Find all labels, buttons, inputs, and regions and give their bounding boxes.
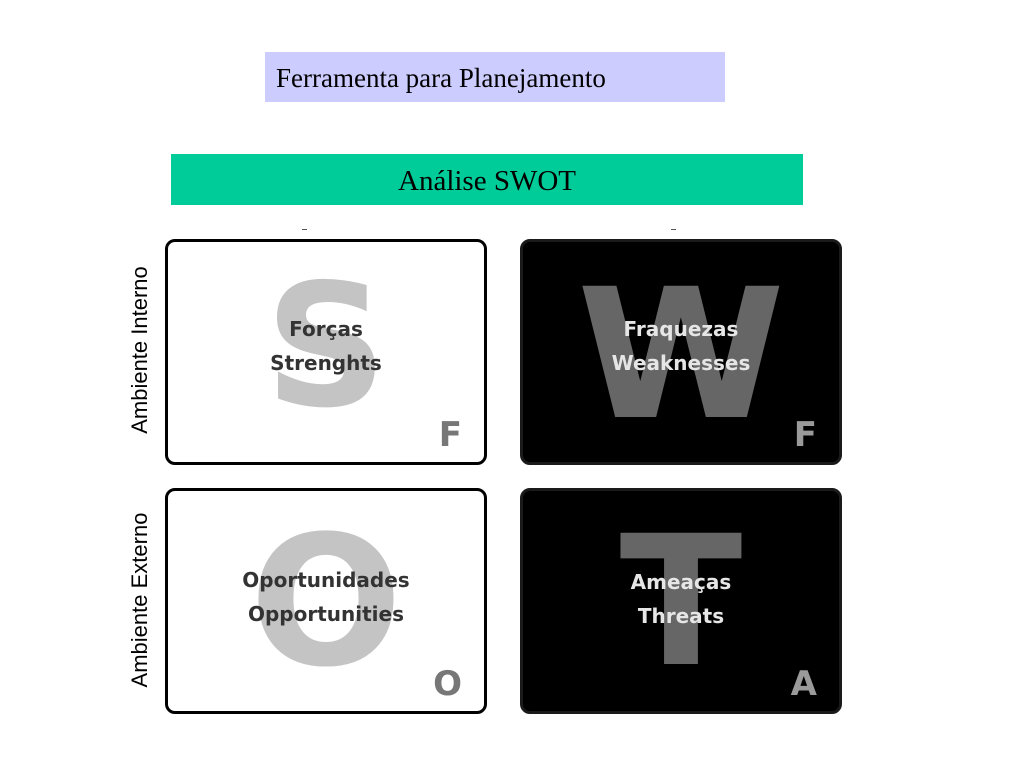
slide-title: Ferramenta para Planejamento: [265, 52, 725, 102]
tick-mark: [671, 229, 676, 230]
strengths-corner-letter: F: [438, 415, 462, 455]
tick-mark: [302, 229, 307, 230]
threats-corner-letter: A: [790, 664, 817, 704]
threats-label: Ameaças Threats: [523, 565, 839, 633]
opportunities-en: Opportunities: [247, 602, 404, 626]
threats-pt: Ameaças: [630, 570, 732, 594]
weaknesses-en: Weaknesses: [611, 351, 751, 375]
weaknesses-pt: Fraquezas: [623, 317, 739, 341]
letter-o-watermark: O: [249, 498, 403, 707]
quadrant-weaknesses: W Fraquezas Weaknesses F: [520, 239, 842, 465]
quadrant-strengths: S Forças Strenghts F: [165, 239, 487, 465]
letter-w-watermark: W: [576, 251, 786, 460]
strengths-en: Strenghts: [270, 351, 382, 375]
opportunities-label: Oportunidades Opportunities: [168, 563, 484, 631]
quadrant-opportunities: O Oportunidades Opportunities O: [165, 488, 487, 714]
strengths-pt: Forças: [289, 317, 363, 341]
quadrant-threats: T Ameaças Threats A: [520, 488, 842, 714]
threats-en: Threats: [637, 604, 725, 628]
row-label-external: Ambiente Externo: [127, 512, 152, 688]
letter-s-watermark: S: [264, 248, 388, 446]
strengths-label: Forças Strenghts: [168, 312, 484, 380]
weaknesses-label: Fraquezas Weaknesses: [523, 312, 839, 380]
weaknesses-corner-letter: F: [793, 415, 817, 455]
swot-heading: Análise SWOT: [171, 154, 803, 205]
letter-t-watermark: T: [619, 498, 743, 707]
opportunities-pt: Oportunidades: [242, 568, 410, 592]
row-label-internal: Ambiente Interno: [127, 266, 152, 434]
opportunities-corner-letter: O: [433, 664, 462, 704]
